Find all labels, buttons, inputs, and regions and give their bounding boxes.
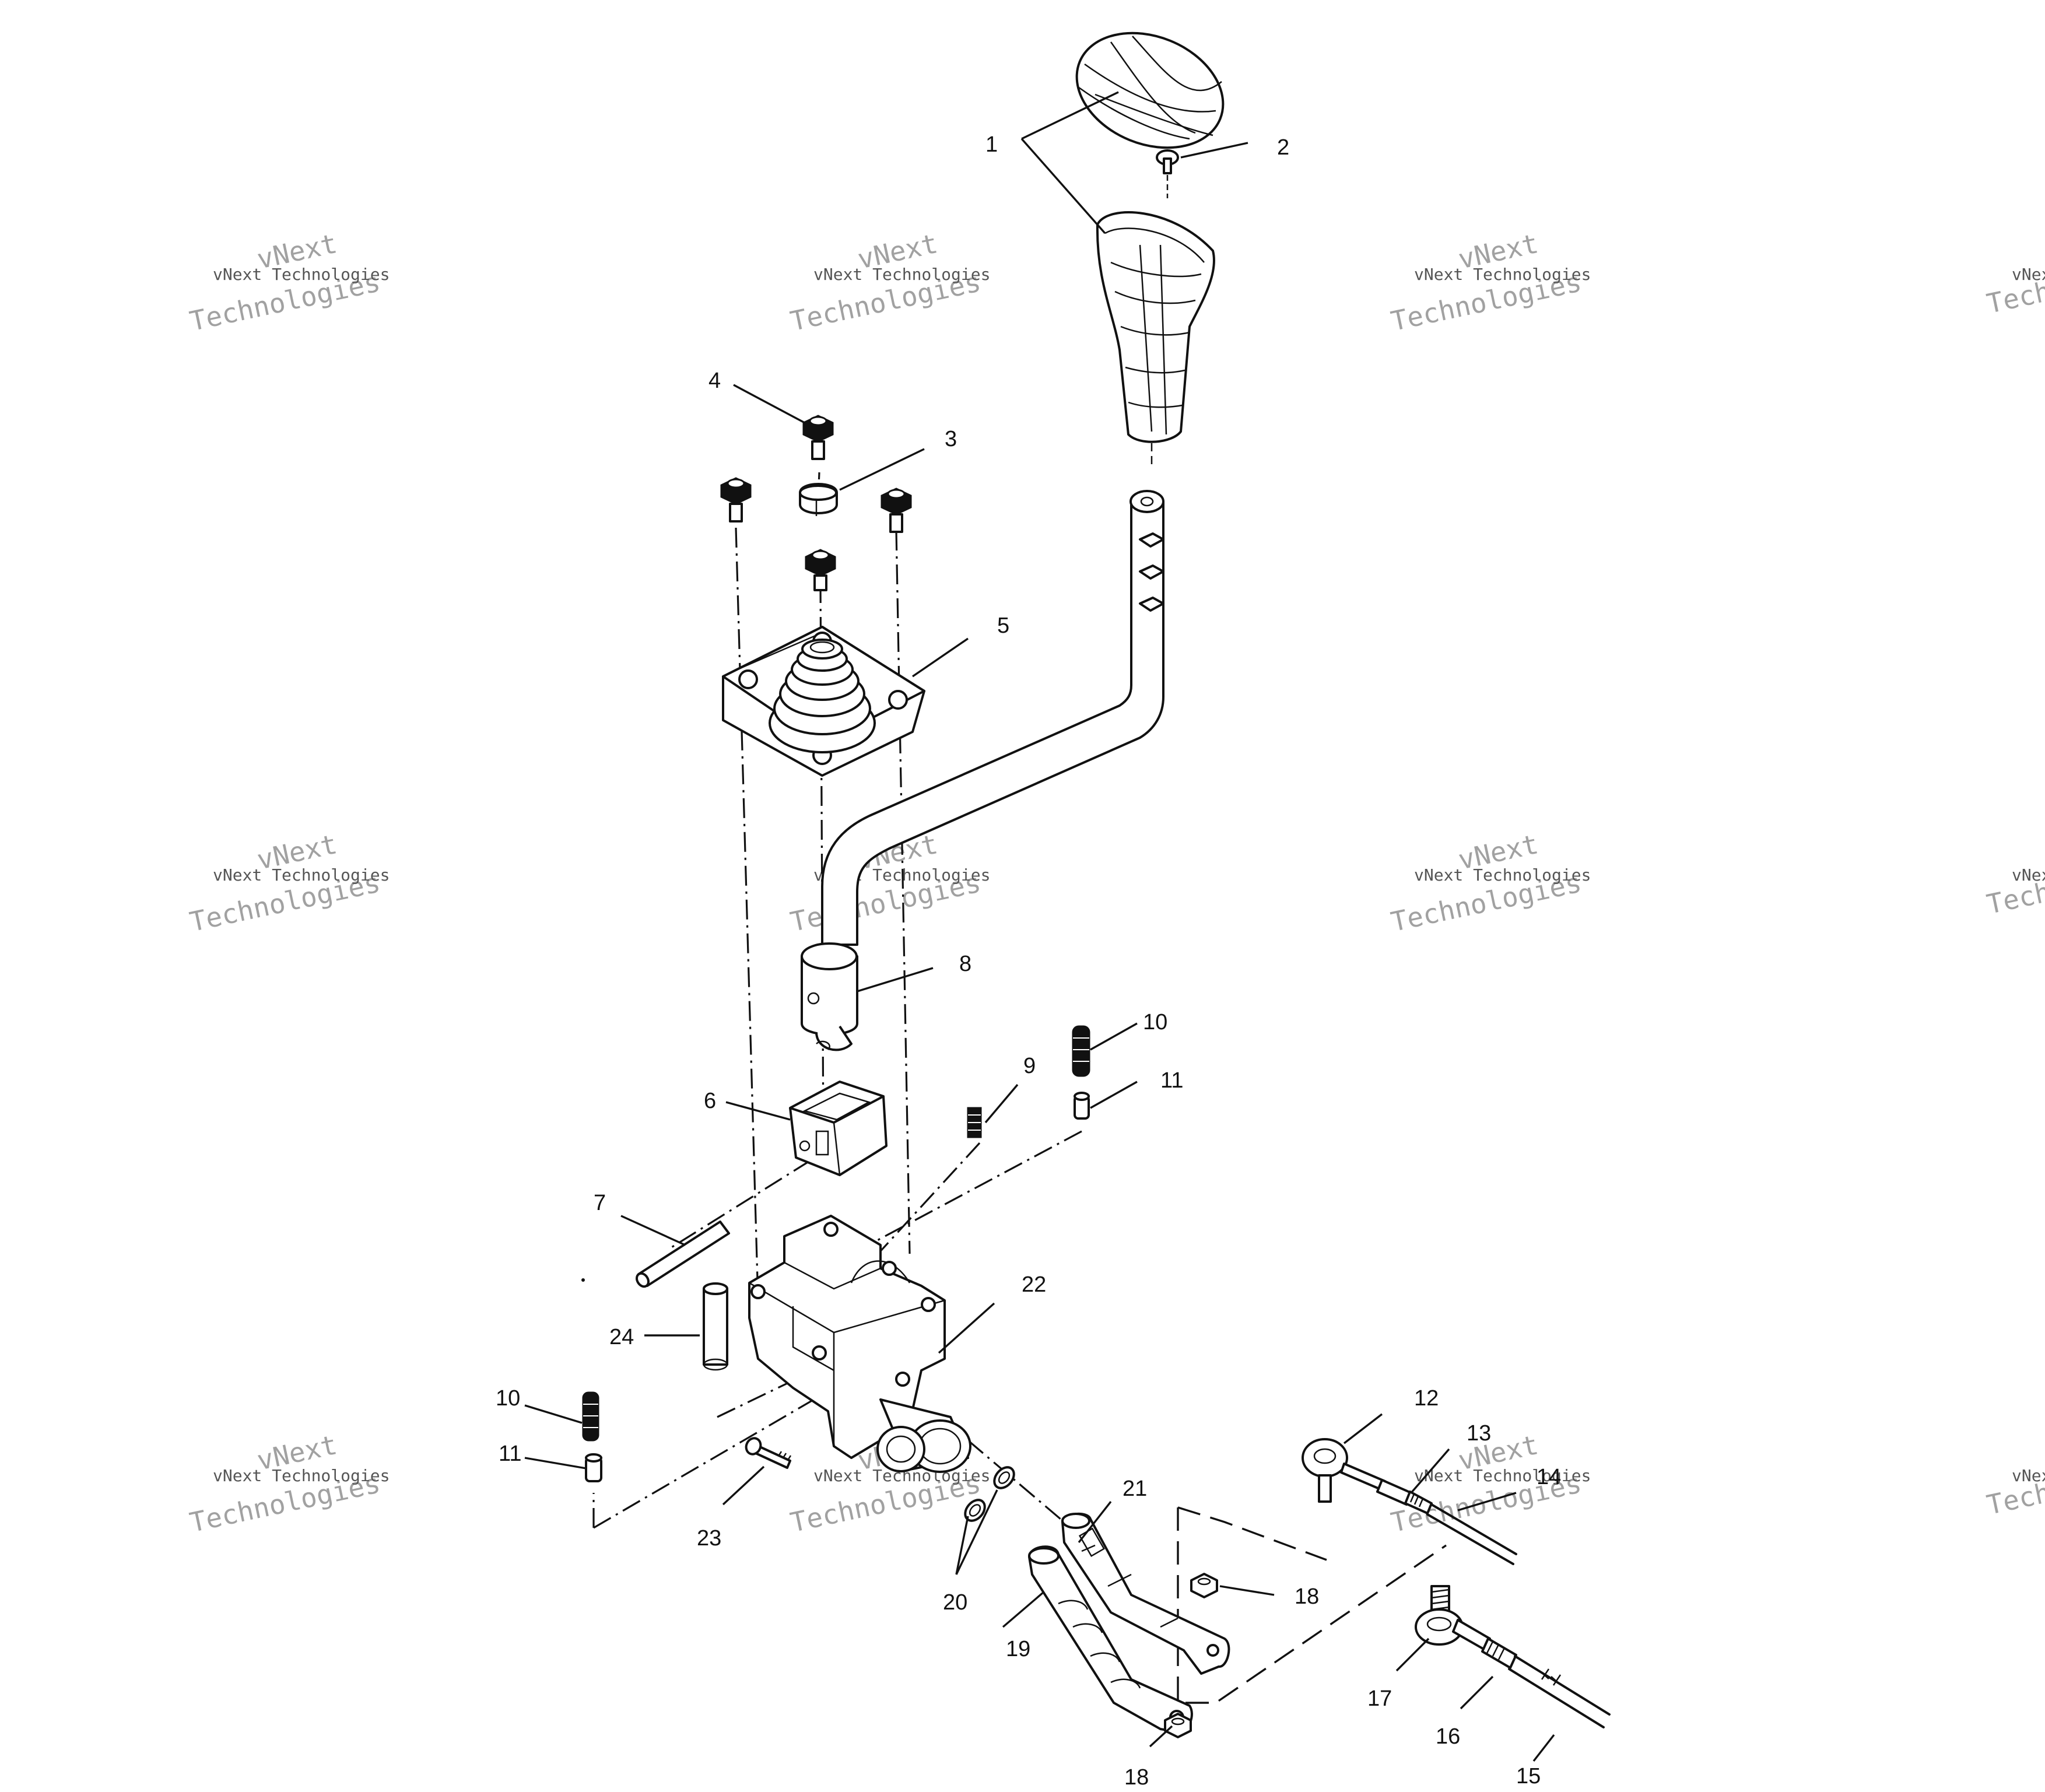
shift-knob-cap — [1075, 31, 1225, 149]
lock-nut — [1190, 1573, 1218, 1598]
callout-11: 11 — [1160, 1068, 1183, 1093]
callout-14: 14 — [1537, 1465, 1561, 1489]
svg-text:Technologies: Technologies — [1984, 849, 2045, 920]
pin-axis-7 — [670, 1159, 811, 1249]
pivot-pin — [636, 1221, 730, 1288]
callout-16: 16 — [1436, 1724, 1460, 1749]
dowel-pin — [703, 1282, 728, 1371]
assembly-lines — [592, 472, 1447, 1704]
callout-19: 19 — [1006, 1637, 1030, 1661]
svg-text:vNext Technologies: vNext Technologies — [2012, 265, 2045, 284]
callout-7: 7 — [594, 1191, 606, 1215]
callout-labels: 1 2 3 4 5 6 7 8 9 10 10 11 11 12 13 14 1… — [496, 132, 1561, 1790]
pin-axis-11 — [862, 1130, 1082, 1249]
callout-6: 6 — [704, 1089, 716, 1113]
callout-21: 21 — [1123, 1477, 1147, 1501]
callout-22: 22 — [1022, 1272, 1046, 1297]
watermark: vNext Technologies vNext Technologies — [1388, 828, 1591, 938]
bushing-collar — [799, 483, 838, 516]
callout-4: 4 — [708, 369, 721, 393]
callout-9: 9 — [1023, 1054, 1036, 1078]
callout-10: 10 — [1143, 1010, 1167, 1034]
svg-text:Technologies: Technologies — [1984, 248, 2045, 320]
callout-11: 11 — [499, 1442, 521, 1466]
svg-text:vNext Technologies: vNext Technologies — [1414, 265, 1591, 284]
shift-knob-body — [1096, 211, 1215, 467]
watermark-layer: vNext Technologies vNext Technologies vN… — [187, 227, 2045, 1538]
callout-18: 18 — [1124, 1765, 1149, 1790]
shifter-housing — [748, 1215, 971, 1473]
callout-17: 17 — [1367, 1686, 1392, 1711]
callout-13: 13 — [1467, 1421, 1491, 1446]
svg-text:vNext Technologies: vNext Technologies — [213, 1466, 390, 1485]
pin-axis-9 — [818, 1142, 981, 1319]
linkage-dashed-box-high — [1177, 1506, 1327, 1561]
callout-5: 5 — [997, 613, 1009, 638]
lever-pivot-sleeve — [801, 942, 858, 1051]
watermark: vNext Technologies vNext Technologies — [787, 227, 990, 337]
callout-10: 10 — [496, 1386, 520, 1411]
callout-18: 18 — [1295, 1584, 1319, 1609]
callout-2: 2 — [1277, 135, 1289, 160]
lower-cable — [1481, 1637, 1611, 1728]
svg-text:vNext Technologies: vNext Technologies — [1414, 1466, 1591, 1485]
svg-text:Technologies: Technologies — [1984, 1450, 2045, 1521]
upper-cable-adjuster — [1376, 1479, 1517, 1565]
shift-boot-plate — [722, 626, 925, 777]
bolt-axis-left — [735, 527, 759, 1301]
mounting-bolt — [720, 477, 752, 522]
mounting-bolt — [802, 415, 834, 460]
watermark: vNext Technologies vNext Technologies — [187, 828, 390, 938]
watermark: vNext Technologies vNext Technologies — [187, 1429, 390, 1538]
callout-15: 15 — [1516, 1764, 1541, 1789]
detent-plunger — [585, 1453, 602, 1482]
callout-8: 8 — [959, 952, 971, 976]
upper-rod-end — [1302, 1438, 1386, 1503]
pin-axis-10-left — [593, 1387, 834, 1529]
svg-text:vNext Technologies: vNext Technologies — [2012, 1466, 2045, 1485]
svg-text:vNext Technologies: vNext Technologies — [2012, 865, 2045, 885]
svg-text:vNext Technologies: vNext Technologies — [213, 865, 390, 885]
detent-spring — [1072, 1025, 1090, 1077]
mounting-bolt — [805, 549, 836, 591]
o-rings — [964, 1466, 1015, 1522]
callout-23: 23 — [697, 1526, 721, 1551]
svg-text:vNext Technologies: vNext Technologies — [1414, 865, 1591, 885]
knob-screw — [1156, 149, 1179, 198]
lower-rod-end — [1415, 1585, 1491, 1651]
callout-1: 1 — [985, 132, 998, 157]
watermark: vNext Technologies Technologies — [1984, 849, 2045, 920]
svg-text:vNext Technologies: vNext Technologies — [813, 265, 990, 284]
watermark: vNext Technologies Technologies — [1984, 1450, 2045, 1521]
watermark: vNext Technologies vNext Technologies — [187, 227, 390, 337]
linkage-dashed-box-low — [1177, 1507, 1447, 1704]
watermark: vNext Technologies Technologies — [1984, 248, 2045, 320]
set-screw — [967, 1107, 982, 1138]
callout-24: 24 — [609, 1325, 634, 1349]
bolt-axis-right — [895, 530, 911, 1254]
callout-20: 20 — [943, 1590, 967, 1615]
mounting-bolt — [881, 488, 912, 533]
lock-nut — [1164, 1713, 1192, 1738]
svg-text:vNext Technologies: vNext Technologies — [213, 265, 390, 284]
detent-spring — [582, 1391, 599, 1442]
stray-mark — [581, 1278, 585, 1282]
detent-plunger — [1074, 1092, 1090, 1120]
callout-3: 3 — [945, 427, 957, 451]
callout-12: 12 — [1414, 1386, 1439, 1411]
bolt-axis-center — [819, 583, 825, 1138]
leader-lines — [524, 91, 1555, 1762]
watermark: vNext Technologies vNext Technologies — [1388, 227, 1591, 337]
lever-pivot-block — [789, 1081, 888, 1176]
housing-bolt — [745, 1437, 792, 1469]
